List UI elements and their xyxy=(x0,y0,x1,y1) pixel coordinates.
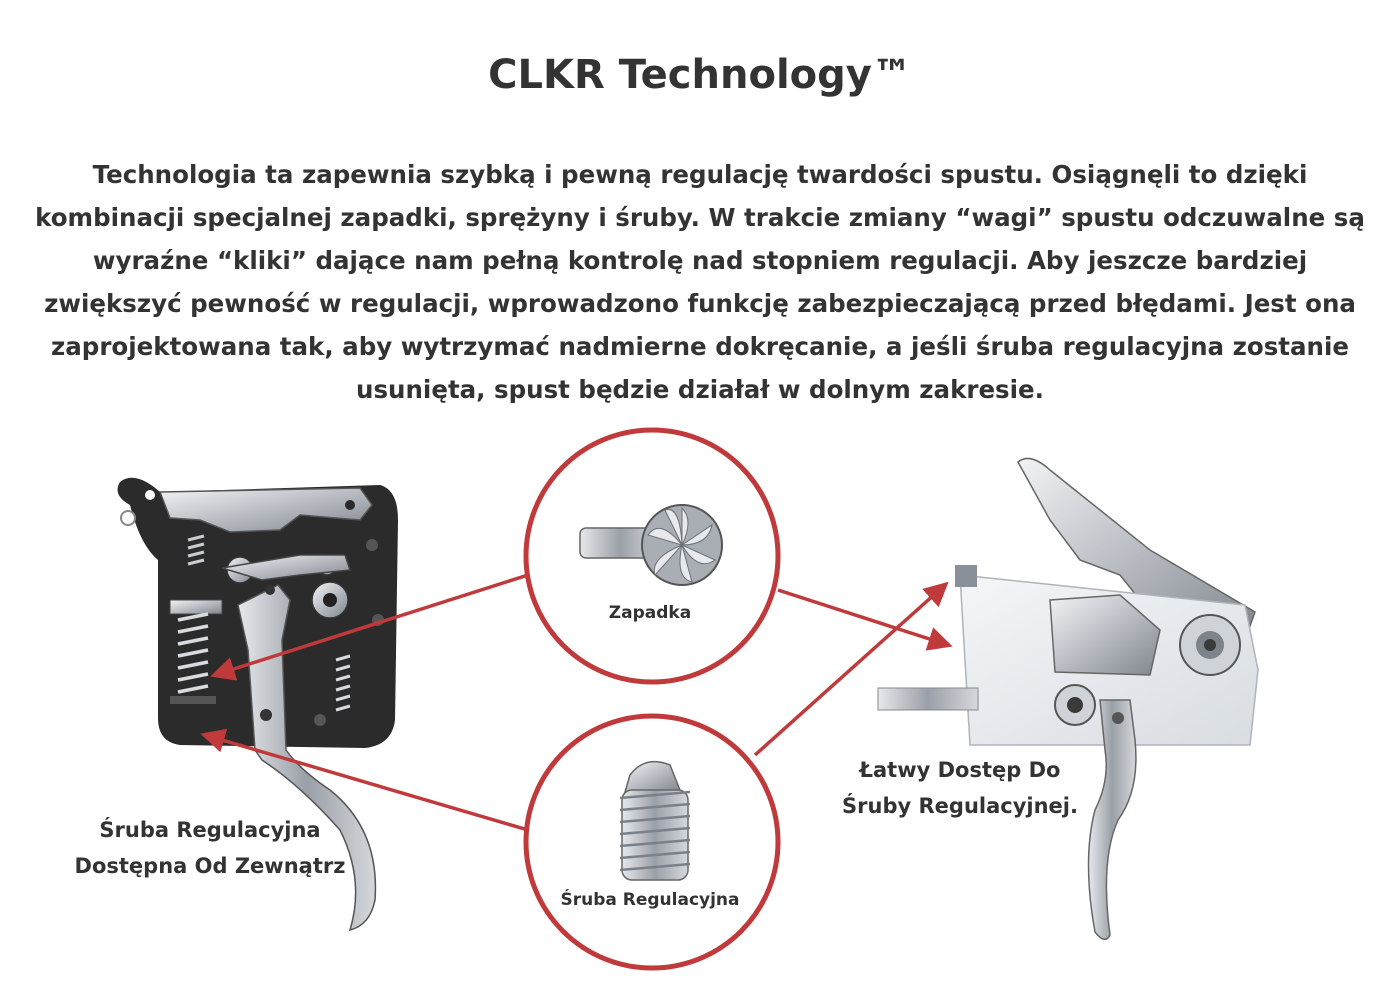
pointer-arrows xyxy=(200,573,953,832)
right-caption-line2: Śruby Regulacyjnej. xyxy=(842,794,1078,818)
left-caption-line1: Śruba Regulacyjna xyxy=(99,818,321,842)
sruba-label: Śruba Regulacyjna xyxy=(560,890,740,910)
page-title: CLKR Technology™ xyxy=(488,52,912,98)
arrow-sruba-right xyxy=(753,581,949,757)
right-caption-line1: Łatwy Dostęp Do xyxy=(859,758,1061,782)
left-caption-line2: Dostępna Od Zewnątrz xyxy=(74,854,346,878)
arrow-zapadka-left xyxy=(210,573,529,681)
arrow-sruba-left xyxy=(200,728,529,832)
trigger-mechanism-left-icon xyxy=(117,477,399,932)
arrow-zapadka-right xyxy=(777,588,953,651)
adjustment-screw-icon xyxy=(619,760,691,881)
description-text: Technologia ta zapewnia szybką i pewną r… xyxy=(35,160,1365,404)
trigger-assembly-right-icon xyxy=(877,457,1259,941)
detent-pin-icon xyxy=(579,504,723,586)
left-caption: Śruba Regulacyjna Dostępna Od Zewnątrz xyxy=(30,812,390,884)
right-caption: Łatwy Dostęp Do Śruby Regulacyjnej. xyxy=(800,752,1120,824)
zapadka-label: Zapadka xyxy=(608,603,692,623)
